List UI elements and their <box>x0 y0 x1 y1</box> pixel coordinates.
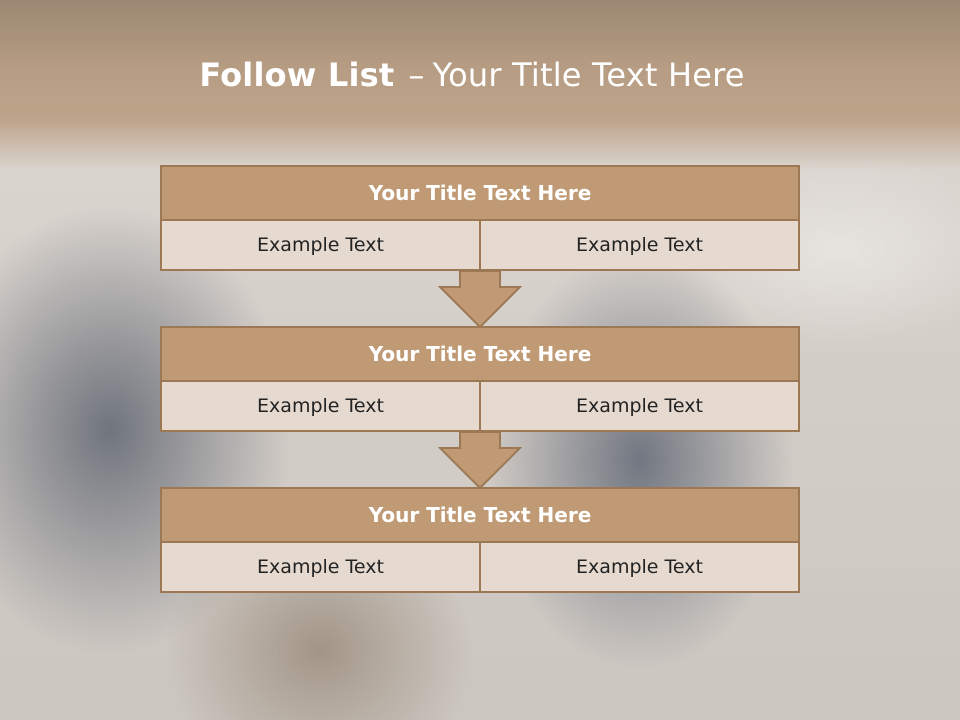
step-block-3: Your Title Text Here Example Text Exampl… <box>160 487 800 593</box>
title-bold: Follow List <box>199 56 395 94</box>
step-cell-right: Example Text <box>479 382 800 432</box>
step-row: Example Text Example Text <box>160 382 800 432</box>
step-block-2: Your Title Text Here Example Text Exampl… <box>160 326 800 432</box>
step-title: Your Title Text Here <box>160 326 800 382</box>
step-cell-left: Example Text <box>160 382 481 432</box>
step-block-1: Your Title Text Here Example Text Exampl… <box>160 165 800 271</box>
step-cell-right: Example Text <box>479 543 800 593</box>
down-arrow-icon <box>438 271 522 327</box>
step-row: Example Text Example Text <box>160 543 800 593</box>
title-rest: Your Title Text Here <box>432 56 745 94</box>
step-cell-right: Example Text <box>479 221 800 271</box>
step-cell-left: Example Text <box>160 221 481 271</box>
down-arrow-icon <box>438 432 522 488</box>
step-cell-left: Example Text <box>160 543 481 593</box>
step-title: Your Title Text Here <box>160 165 800 221</box>
step-title: Your Title Text Here <box>160 487 800 543</box>
step-row: Example Text Example Text <box>160 221 800 271</box>
title-separator: – <box>408 56 425 94</box>
slide-title: Follow List–Your Title Text Here <box>0 56 944 94</box>
